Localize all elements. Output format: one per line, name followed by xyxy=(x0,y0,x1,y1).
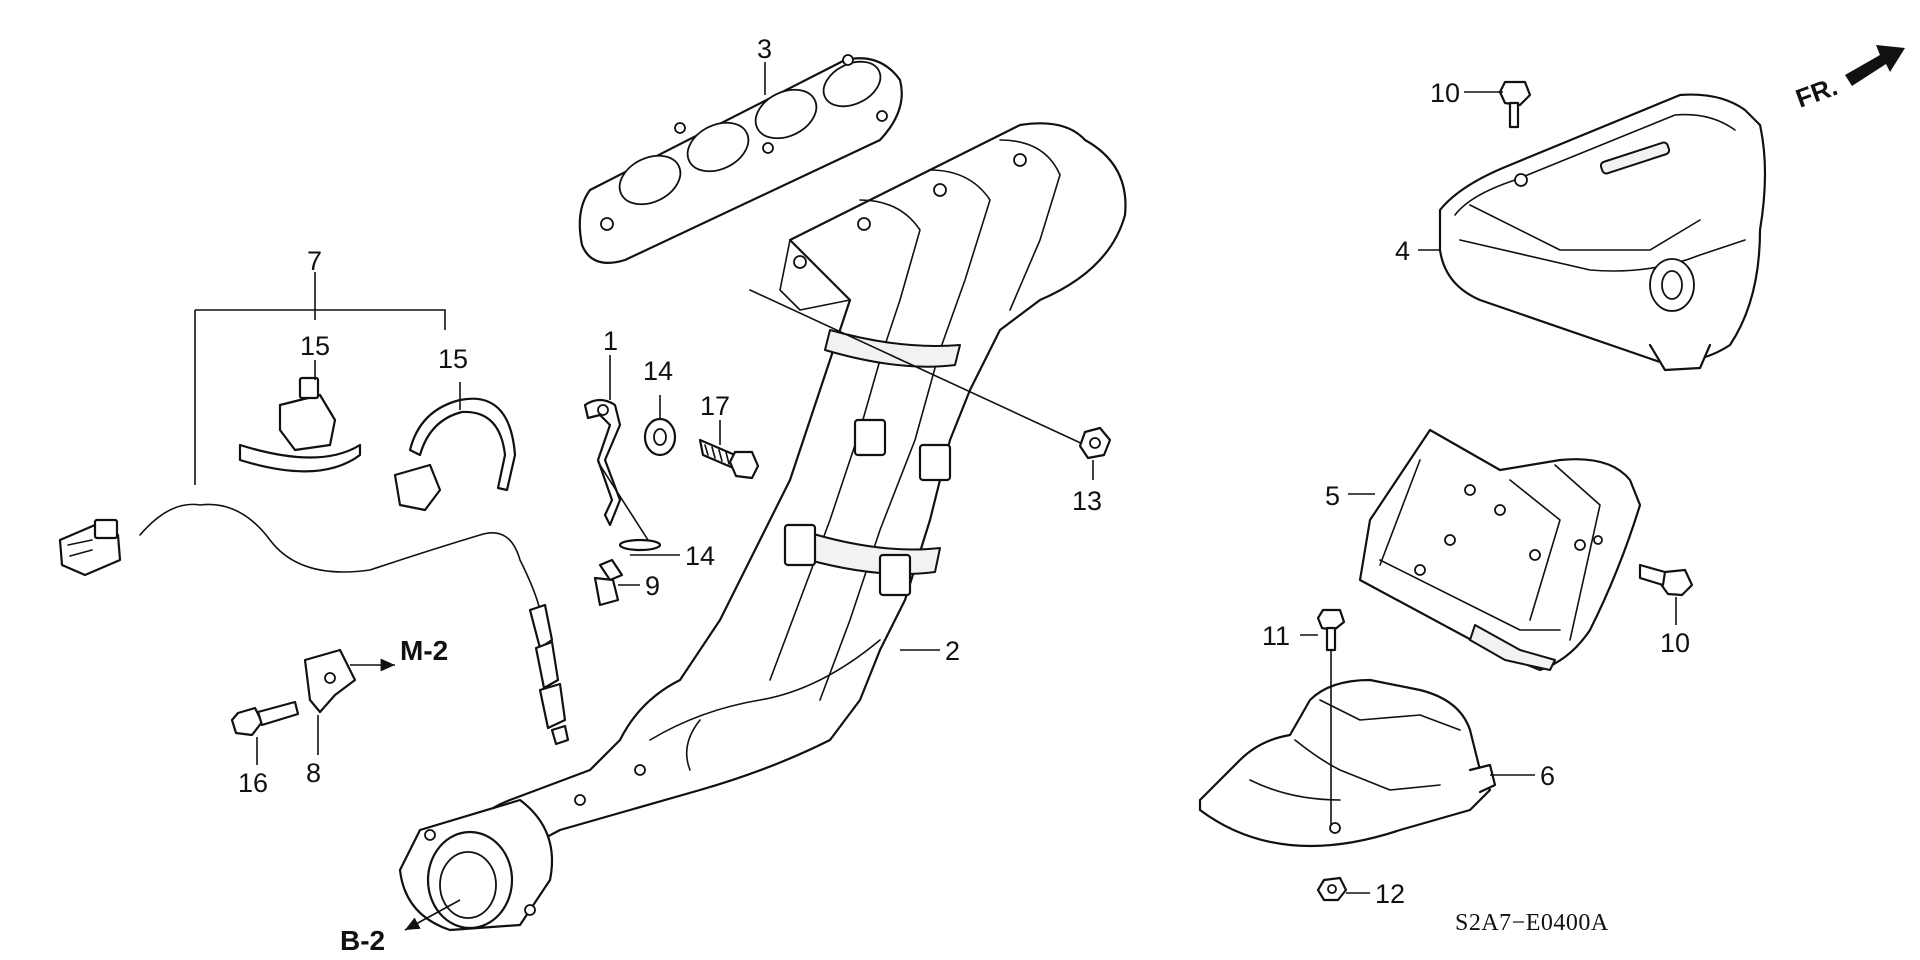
reference-m2: M-2 xyxy=(400,635,448,666)
washer-lower xyxy=(618,538,662,552)
manifold-gasket xyxy=(578,54,903,264)
harness-clip-left xyxy=(238,376,362,473)
middle-heat-shield xyxy=(1358,428,1642,672)
exhaust-manifold xyxy=(398,122,1127,932)
diagram-code: S2A7−E0400A xyxy=(1455,910,1609,936)
oxygen-sensor-bracket xyxy=(303,648,357,714)
nut-13 xyxy=(1078,426,1112,460)
nut-12 xyxy=(1316,876,1348,902)
callout-15-left: 15 xyxy=(300,331,330,361)
callout-11: 11 xyxy=(1262,621,1290,651)
reference-b2: B-2 xyxy=(340,925,385,956)
oxygen-sensor xyxy=(58,503,570,746)
bolt-10-upper xyxy=(1498,80,1532,129)
callout-15-right: 15 xyxy=(438,344,468,374)
callout-7: 7 xyxy=(307,246,322,276)
front-arrow-icon xyxy=(1845,45,1905,86)
harness-clip-right xyxy=(393,397,517,512)
washer-upper xyxy=(643,417,677,457)
callout-labels: 1 2 3 4 5 6 7 8 9 10 10 11 12 13 14 14 1… xyxy=(238,34,1690,909)
leader-lines xyxy=(194,62,1677,931)
callout-3: 3 xyxy=(757,34,772,64)
callout-14-lower: 14 xyxy=(685,541,715,571)
callout-12: 12 xyxy=(1375,879,1405,909)
callout-9: 9 xyxy=(645,571,660,601)
bolt-11 xyxy=(1316,608,1346,826)
callout-1: 1 xyxy=(603,326,618,356)
callout-4: 4 xyxy=(1395,236,1410,266)
bolt-16 xyxy=(230,700,300,737)
front-direction-indicator: FR. xyxy=(1792,45,1905,114)
upper-heat-shield xyxy=(1438,93,1767,372)
callout-13: 13 xyxy=(1072,486,1102,516)
callout-10-upper: 10 xyxy=(1430,78,1460,108)
callout-17: 17 xyxy=(700,391,730,421)
sensor-bracket xyxy=(583,398,649,541)
callout-14-upper: 14 xyxy=(643,356,673,386)
callout-5: 5 xyxy=(1325,481,1340,511)
callout-16: 16 xyxy=(238,768,268,798)
callout-6: 6 xyxy=(1540,761,1555,791)
bolt-9 xyxy=(593,558,624,607)
front-label: FR. xyxy=(1792,71,1842,114)
callout-10-lower: 10 xyxy=(1660,628,1690,658)
lower-heat-shield xyxy=(1198,678,1497,848)
bolt-17 xyxy=(698,438,760,480)
callout-2: 2 xyxy=(945,636,960,666)
callout-8: 8 xyxy=(306,758,321,788)
bolt-10-lower xyxy=(1638,563,1694,597)
